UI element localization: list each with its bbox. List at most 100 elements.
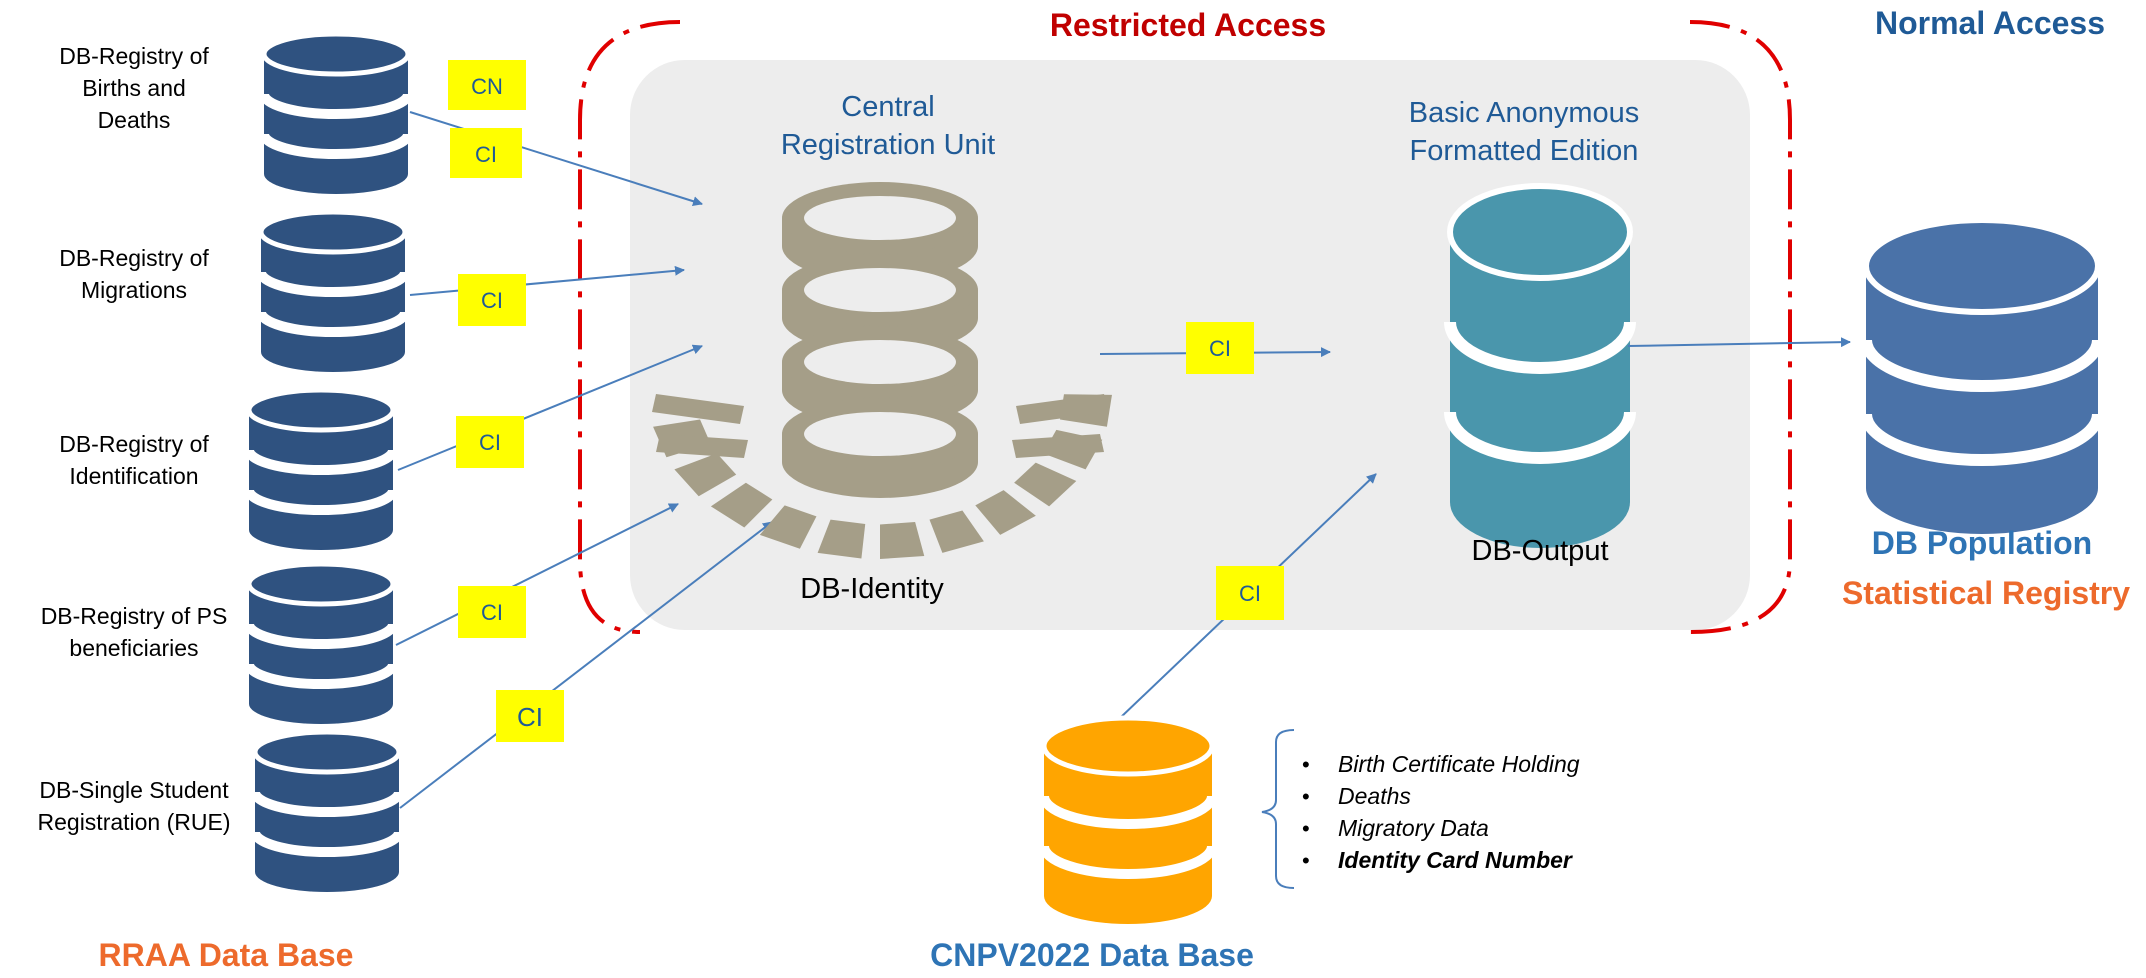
output-title-line-1: Basic Anonymous — [1409, 97, 1640, 129]
census-item-bullet: • — [1302, 816, 1310, 841]
tag-ci-births-label: CI — [475, 142, 497, 167]
source-db-icon-5-body — [255, 752, 399, 892]
source-db-label-line: DB-Registry of — [59, 43, 209, 69]
source-db-icon-1-body — [264, 54, 408, 194]
restricted-access-title: Restricted Access — [1050, 7, 1326, 43]
population-database-icon — [1860, 217, 2104, 534]
census-item-bullet: • — [1302, 848, 1310, 873]
source-db-label-2: DB-Registry of Migrations — [59, 245, 209, 303]
identity-ring-segment — [1016, 394, 1108, 424]
tag-ci-rue-label: CI — [517, 702, 543, 732]
tag-ci-identification-label: CI — [479, 430, 501, 455]
tag-ci-central-output-label: CI — [1209, 336, 1231, 361]
census-item-text: Identity Card Number — [1338, 847, 1573, 873]
arrow-births — [409, 111, 703, 207]
identity-ring-segment — [1012, 434, 1104, 458]
source-db-icon-3 — [244, 387, 398, 550]
output-db-stack — [1444, 183, 1636, 548]
identity-ring-segment — [817, 519, 866, 559]
rraa-footer-label: RRAA Data Base — [99, 937, 354, 973]
tag-cn-births-label: CN — [471, 74, 503, 99]
source-db-label-line: Identification — [69, 463, 198, 489]
identity-ring-segment — [674, 453, 737, 497]
source-db-label-line: DB-Registry of — [59, 431, 209, 457]
source-db-icon-3-separator — [244, 449, 398, 475]
source-db-label-line: DB-Registry of — [59, 245, 209, 271]
source-db-icon-5-separator — [250, 791, 404, 817]
arrow-identification — [397, 344, 703, 471]
identity-database-icon — [782, 182, 978, 498]
arrow-output-to-population — [1627, 337, 1851, 348]
census-db-stack-top — [1041, 715, 1215, 777]
source-db-label-line: Migrations — [81, 277, 187, 303]
tag-ci-census-label: CI — [1239, 581, 1261, 606]
identity-db-ring-segments — [652, 394, 1112, 560]
source-db-icon-4-top — [246, 561, 396, 607]
population-label: DB Population — [1872, 525, 2092, 561]
cnpv-footer-label: CNPV2022 Data Base — [930, 937, 1254, 973]
population-sublabel: Statistical Registry — [1842, 575, 2130, 611]
central-title-line-2: Registration Unit — [781, 129, 995, 161]
identity-ring-segment — [929, 510, 984, 553]
output-title-line-2: Formatted Edition — [1410, 135, 1639, 167]
census-item-bullet: • — [1302, 752, 1310, 777]
source-tags: CN CI CI CI CI CI — [448, 60, 564, 742]
output-db-stack-top — [1447, 183, 1633, 281]
source-db-label-3: DB-Registry of Identification — [59, 431, 209, 489]
source-db-icon-5-top — [252, 729, 402, 775]
tag-ci-migrations-label: CI — [481, 288, 503, 313]
source-db-icon-2 — [256, 209, 410, 372]
identity-ring-segment — [1014, 462, 1077, 507]
identity-ring-segment — [880, 522, 925, 560]
identity-ring-hole — [804, 412, 956, 456]
population-db-stack-top — [1863, 217, 2101, 315]
identity-ring-3 — [782, 326, 978, 426]
population-db-stack — [1860, 217, 2104, 534]
tag-ci-births — [450, 128, 522, 178]
output-db-stack-separator — [1444, 321, 1636, 374]
tag-ci-ps-label: CI — [481, 600, 503, 625]
normal-access-title: Normal Access — [1875, 5, 2105, 41]
census-items-brace — [1261, 729, 1295, 889]
tag-ci-ps — [458, 586, 526, 638]
output-db-stack-body — [1450, 232, 1630, 548]
source-db-icon-1-separator — [259, 133, 413, 159]
tag-ci-identification — [456, 416, 524, 468]
population-db-stack-separator — [1860, 413, 2104, 466]
census-db-stack — [1039, 715, 1217, 924]
source-arrows — [395, 111, 773, 809]
identity-ring-segment — [710, 482, 773, 528]
census-db-stack-separator — [1039, 845, 1217, 879]
identity-ring-2 — [782, 254, 978, 354]
source-db-icon-1-separator — [259, 93, 413, 119]
source-db-icon-4 — [244, 561, 398, 724]
central-title-line-1: Central — [841, 91, 935, 123]
output-database-icon — [1444, 183, 1636, 548]
population-db-stack-separator — [1860, 339, 2104, 392]
source-db-icon-2-separator — [256, 311, 410, 337]
source-db-icon-1-top — [261, 31, 411, 77]
census-db-stack-body — [1044, 746, 1212, 924]
identity-db-label: DB-Identity — [800, 573, 944, 605]
source-db-icon-3-separator — [244, 489, 398, 515]
identity-ring-segment — [652, 394, 744, 424]
identity-ring-segment — [975, 490, 1036, 535]
source-db-label-line: Registration (RUE) — [38, 809, 231, 835]
output-db-stack-separator — [1444, 411, 1636, 464]
arrow-ps — [395, 503, 679, 646]
source-db-label-line: Births and — [82, 75, 186, 101]
census-item-text: Birth Certificate Holding — [1338, 751, 1580, 777]
source-db-icon-4-body — [249, 584, 393, 724]
census-item-text: Migratory Data — [1338, 815, 1489, 841]
identity-ring-segment — [759, 505, 817, 549]
source-db-icon-4-separator — [244, 623, 398, 649]
arrow-migrations — [409, 265, 685, 296]
census-db-stack-separator — [1039, 795, 1217, 829]
source-db-icon-3-top — [246, 387, 396, 433]
source-db-label-line: DB-Single Student — [39, 777, 229, 803]
